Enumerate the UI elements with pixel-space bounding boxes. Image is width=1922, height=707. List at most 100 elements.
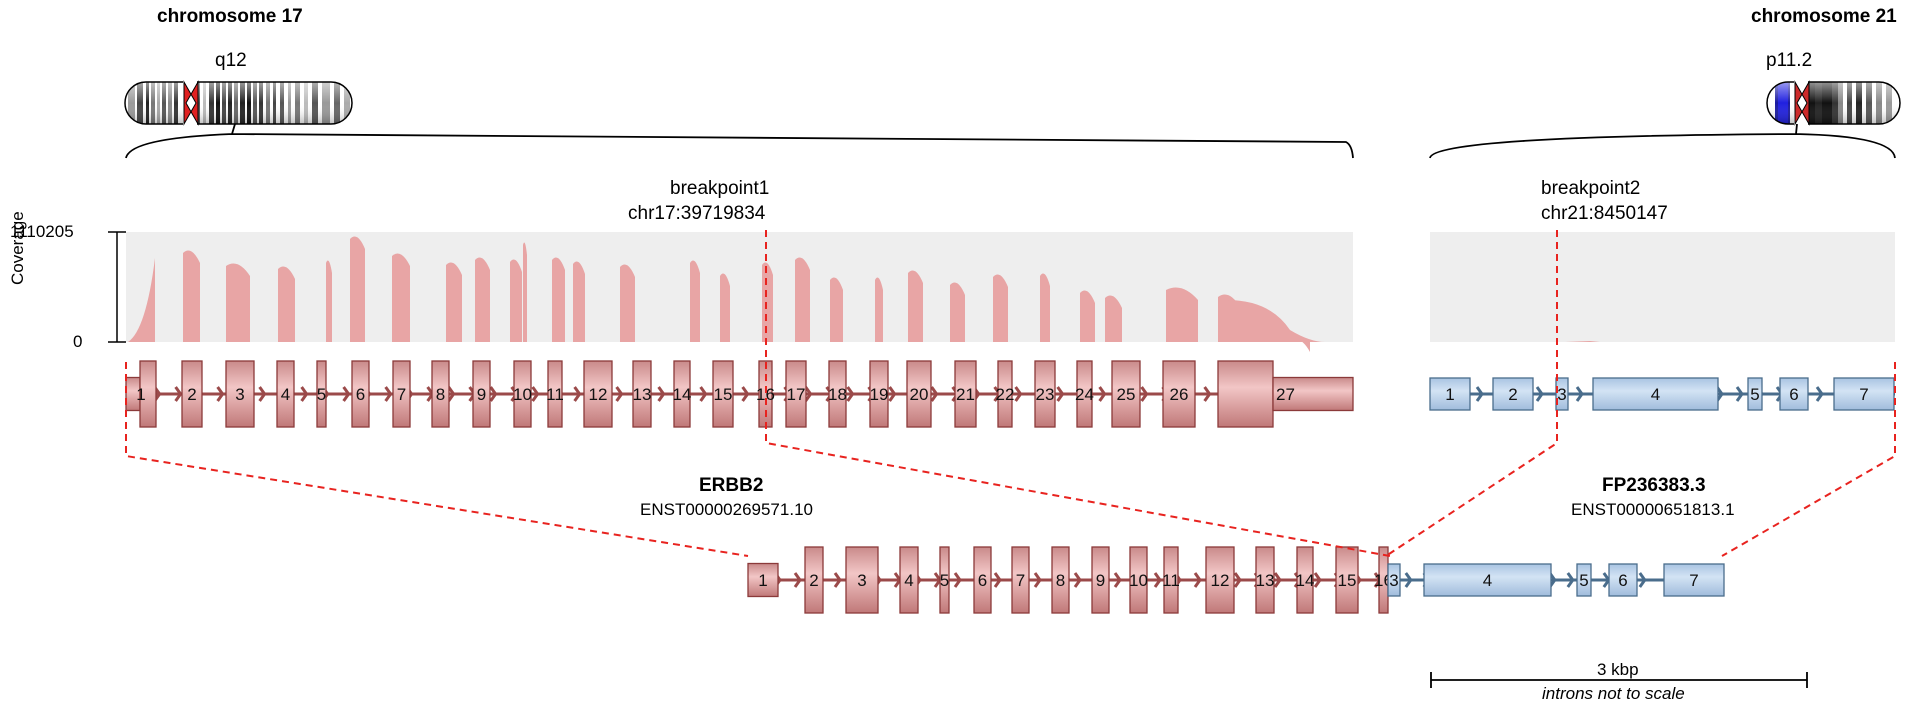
erbb2-exon-15-label: 15 xyxy=(714,385,733,404)
coverage-peak xyxy=(350,236,365,342)
erbb2-arrow xyxy=(447,386,456,402)
coverage-peak xyxy=(392,253,410,342)
coverage-max-tick: 1110205 xyxy=(10,222,74,241)
erbb2-exon-5 xyxy=(316,360,327,428)
coverage-peak xyxy=(278,266,295,342)
fp236383-exon-6-label: 6 xyxy=(1789,385,1798,404)
coverage-peak xyxy=(1040,273,1050,342)
erbb2-exon-8-label: 8 xyxy=(436,385,445,404)
fusion-fp236383-exon-4-label: 4 xyxy=(1483,571,1492,590)
breakpoint2-label: breakpoint2 xyxy=(1541,178,1641,199)
erbb2-exon-2 xyxy=(181,360,203,428)
fusion-left-arrow xyxy=(793,572,802,588)
fusion-fp236383-exon-6 xyxy=(1608,563,1638,597)
coverage-peak xyxy=(326,260,332,342)
fusion-erbb2-exon-10-label: 10 xyxy=(1129,571,1148,590)
erbb2-exon-27 xyxy=(1217,360,1274,428)
fusion-fp236383-exon-5 xyxy=(1576,563,1592,597)
fusion-left-arrow xyxy=(1113,572,1122,588)
fusion-erbb2-exon-12-label: 12 xyxy=(1211,571,1230,590)
fp236383-exon-1 xyxy=(1429,377,1471,411)
erbb2-exon-20 xyxy=(906,360,932,428)
fusion-left-arrow xyxy=(1193,572,1202,588)
coverage-peak xyxy=(1166,287,1198,342)
fusion-left-arrow xyxy=(1273,572,1282,588)
erbb2-exon-20-label: 20 xyxy=(910,385,929,404)
erbb2-exon-16-label: 16 xyxy=(756,385,775,404)
chromosome-21-ideogram-outline xyxy=(1766,81,1901,125)
fusion-erbb2-exon-11-label: 11 xyxy=(1162,571,1180,590)
erbb2-arrow xyxy=(258,386,267,402)
breakpoint-lines xyxy=(125,230,1896,557)
fusion-left-arrow xyxy=(1033,572,1042,588)
erbb2-exon-6 xyxy=(351,360,370,428)
erbb2-arrow xyxy=(174,386,183,402)
erbb2-exon-7 xyxy=(392,360,411,428)
coverage-peak xyxy=(226,263,250,342)
erbb2-exon-17 xyxy=(785,360,807,428)
fusion-erbb2-exon-2 xyxy=(804,546,824,614)
erbb2-exon-3-label: 3 xyxy=(235,385,244,404)
fp236383-exon-4 xyxy=(1592,377,1719,411)
coverage-peak xyxy=(1227,300,1325,342)
fusion-erbb2-exon-7 xyxy=(1011,546,1030,614)
fusion-right-arrow xyxy=(1638,572,1647,588)
erbb2-exon-23-label: 23 xyxy=(1036,385,1055,404)
fusion-erbb2-exon-12 xyxy=(1205,546,1235,614)
fusion-left-arrow xyxy=(1073,572,1082,588)
erbb2-exon-27 xyxy=(1272,376,1354,412)
erbb2-arrow xyxy=(300,386,309,402)
erbb2-arrow xyxy=(888,386,897,402)
band-label-p11-2: p11.2 xyxy=(1766,50,1813,71)
erbb2-exon-9-label: 9 xyxy=(477,385,486,404)
erbb2-exon-3 xyxy=(225,360,255,428)
fusion-left-arrow xyxy=(1233,572,1242,588)
erbb2-exon-25-label: 25 xyxy=(1117,385,1136,404)
fp236383-arrow xyxy=(1715,386,1724,402)
coverage-background-right xyxy=(1430,232,1895,342)
fusion-fp236383-exon-3 xyxy=(1387,563,1401,597)
fp236383-exon-6 xyxy=(1779,377,1809,411)
erbb2-arrow xyxy=(699,386,708,402)
erbb2-exon-15 xyxy=(712,360,734,428)
gene-name-left: ERBB2 xyxy=(699,475,764,496)
erbb2-arrow xyxy=(615,386,624,402)
centromere-17 xyxy=(183,80,199,126)
erbb2-exon-13-label: 13 xyxy=(633,385,652,404)
fusion-erbb2-exon-8 xyxy=(1051,546,1070,614)
fp236383-exon-3 xyxy=(1555,377,1569,411)
transcript-left: ENST00000269571.10 xyxy=(640,500,813,519)
erbb2-exon-27-label: 27 xyxy=(1276,385,1295,404)
erbb2-exon-14 xyxy=(673,360,691,428)
transcript-right: ENST00000651813.1 xyxy=(1571,500,1735,519)
fusion-erbb2-exon-4 xyxy=(899,546,919,614)
erbb2-exon-18-label: 18 xyxy=(828,385,847,404)
coverage-peak xyxy=(720,273,730,342)
erbb2-exon-5-label: 5 xyxy=(317,385,326,404)
coverage-peak xyxy=(1080,290,1095,342)
fp236383-arrow xyxy=(1735,386,1744,402)
erbb2-exon-19-label: 19 xyxy=(870,385,889,404)
erbb2-arrow xyxy=(531,386,540,402)
erbb2-exon-4 xyxy=(276,360,295,428)
erbb2-exon-19 xyxy=(869,360,889,428)
fp236383-arrow xyxy=(1575,386,1584,402)
fusion-erbb2-exon-14 xyxy=(1296,546,1314,614)
erbb2-exon-11-label: 11 xyxy=(546,385,564,404)
coverage-peak xyxy=(993,274,1008,342)
fusion-erbb2-exon-7-label: 7 xyxy=(1016,571,1025,590)
coverage-peak xyxy=(446,262,462,342)
erbb2-exon-25 xyxy=(1111,360,1141,428)
erbb2-exon-8 xyxy=(431,360,450,428)
fusion-erbb2-exon-15-label: 15 xyxy=(1338,571,1357,590)
scale-bar-line xyxy=(1430,672,1808,688)
fusion-fp236383-exon-7-label: 7 xyxy=(1689,571,1698,590)
coverage-peak xyxy=(1290,339,1310,352)
erbb2-exon-12-label: 12 xyxy=(589,385,608,404)
erbb2-arrow xyxy=(657,386,666,402)
coverage-peak xyxy=(523,242,527,342)
coverage-peak xyxy=(690,260,700,342)
